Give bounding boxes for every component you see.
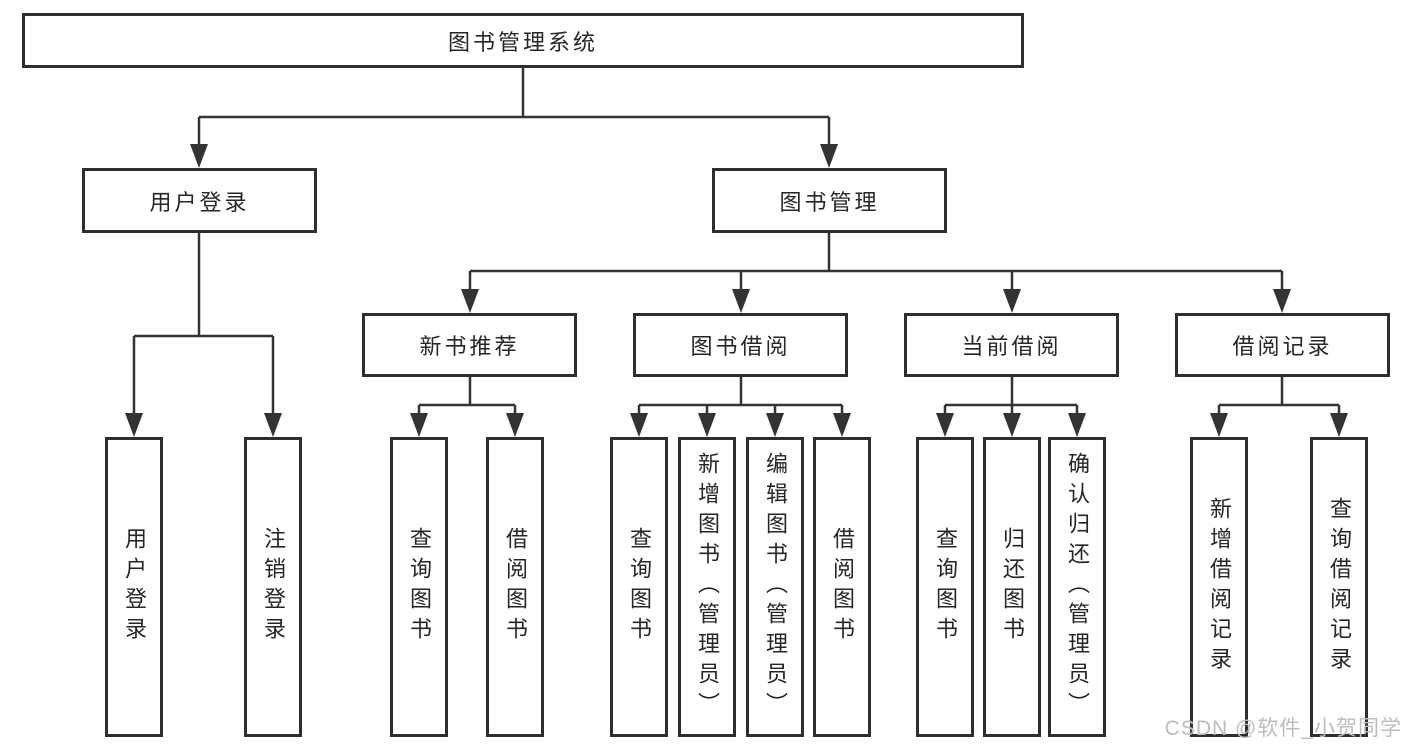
- arrowhead: [264, 413, 282, 437]
- node-label: 查询图书: [627, 527, 652, 647]
- node-book-borrow: 图书借阅: [633, 313, 848, 377]
- node-label: 借阅图书: [830, 527, 855, 647]
- arrowhead: [698, 413, 716, 437]
- arrowhead: [1273, 289, 1291, 313]
- node-current-query-books: 查询图书: [916, 437, 974, 737]
- node-borrow-query-books: 查询图书: [610, 437, 668, 737]
- node-add-books-admin: 新增图书（管理员）: [678, 437, 736, 737]
- node-label: 归还图书: [1000, 527, 1025, 647]
- arrowhead: [1330, 413, 1348, 437]
- arrowhead: [1003, 289, 1021, 313]
- arrowhead: [732, 289, 750, 313]
- node-label: 查询借阅记录: [1327, 497, 1352, 677]
- node-label: 查询图书: [933, 527, 958, 647]
- node-label: 新增图书（管理员）: [695, 452, 720, 722]
- node-user-login: 用户登录: [82, 168, 317, 233]
- node-label: 注销登录: [261, 527, 286, 647]
- node-edit-books-admin: 编辑图书（管理员）: [746, 437, 804, 737]
- arrowhead: [820, 144, 838, 168]
- node-confirm-return-admin: 确认归还（管理员）: [1048, 437, 1106, 737]
- arrowhead: [936, 413, 954, 437]
- node-library-management-system: 图书管理系统: [22, 13, 1024, 68]
- arrowhead: [766, 413, 784, 437]
- node-label: 图书管理系统: [447, 29, 598, 55]
- arrowhead: [1068, 413, 1086, 437]
- node-label: 编辑图书（管理员）: [763, 452, 788, 722]
- node-do-user-login: 用户登录: [105, 437, 163, 737]
- node-label: 新增借阅记录: [1207, 497, 1232, 677]
- arrowhead: [125, 413, 143, 437]
- arrowhead: [1003, 413, 1021, 437]
- node-recommend-query-books: 查询图书: [390, 437, 448, 737]
- node-label: 图书管理: [779, 189, 880, 215]
- node-current-borrow: 当前借阅: [904, 313, 1119, 377]
- csdn-watermark: CSDN @软件_小贺同学: [1164, 717, 1402, 740]
- node-label: 确认归还（管理员）: [1065, 452, 1090, 722]
- node-label: 借阅图书: [503, 527, 528, 647]
- node-label: 新书推荐: [419, 334, 520, 359]
- node-new-book-recommend: 新书推荐: [362, 313, 577, 377]
- node-label: 借阅记录: [1232, 334, 1333, 359]
- arrowhead: [410, 413, 428, 437]
- node-book-management: 图书管理: [712, 168, 947, 233]
- node-borrow-books: 借阅图书: [813, 437, 871, 737]
- node-recommend-borrow-books: 借阅图书: [486, 437, 544, 737]
- node-label: 用户登录: [149, 189, 250, 215]
- arrowhead: [461, 289, 479, 313]
- node-label: 当前借阅: [961, 334, 1062, 359]
- arrowhead: [630, 413, 648, 437]
- node-label: 用户登录: [122, 527, 147, 647]
- node-add-borrow-record: 新增借阅记录: [1190, 437, 1248, 737]
- node-query-borrow-record: 查询借阅记录: [1310, 437, 1368, 737]
- arrowhead: [506, 413, 524, 437]
- arrowhead: [190, 144, 208, 168]
- node-logout: 注销登录: [244, 437, 302, 737]
- arrowhead: [1210, 413, 1228, 437]
- node-label: 查询图书: [407, 527, 432, 647]
- arrowhead: [833, 413, 851, 437]
- node-label: 图书借阅: [690, 334, 791, 359]
- node-return-books: 归还图书: [983, 437, 1041, 737]
- node-borrow-records: 借阅记录: [1175, 313, 1390, 377]
